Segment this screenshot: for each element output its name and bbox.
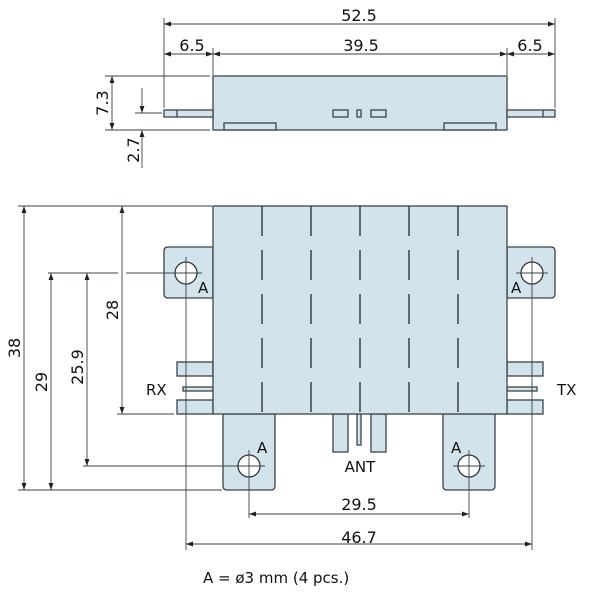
tx-pin-lower: [506, 399, 544, 415]
dim-body-height: 28: [103, 300, 122, 320]
dim-height: 7.3: [93, 90, 112, 115]
port-label-ant: ANT: [345, 458, 376, 476]
rx-pin-upper: [176, 361, 214, 377]
dim-hole-spacing-lower: 29.5: [341, 495, 377, 514]
top-body: [212, 75, 508, 131]
ant-pin-center: [356, 413, 362, 446]
tx-pin-center: [506, 386, 538, 392]
dim-hole-spacing-horizontal: 46.7: [341, 528, 377, 547]
top-foot: [443, 122, 497, 131]
dim-right-tab: 6.5: [517, 36, 542, 55]
dim-body-length: 39.5: [343, 36, 379, 55]
hole-label: A: [257, 439, 268, 457]
hole-note: A = ø3 mm (4 pcs.): [203, 569, 349, 587]
port-label-tx: TX: [556, 381, 576, 399]
hole-label: A: [198, 279, 209, 297]
port-label-rx: RX: [146, 381, 167, 399]
ant-pin-left: [332, 413, 349, 453]
dim-left-tab: 6.5: [179, 36, 204, 55]
rx-pin-lower: [176, 399, 214, 415]
top-foot: [223, 122, 277, 131]
hole-upper-right: [516, 257, 548, 289]
right-tab: [506, 109, 556, 118]
hole-lower-right: [453, 450, 485, 482]
ant-pin-right: [370, 413, 387, 453]
dim-hole-lower-to-top: 29: [32, 372, 51, 392]
dim-tab-height: 2.7: [124, 137, 143, 162]
slot: [356, 109, 362, 118]
hole-lower-left: [233, 450, 265, 482]
rx-pin-center: [182, 386, 214, 392]
slot: [332, 109, 349, 118]
tx-pin-upper: [506, 361, 544, 377]
dim-overall-length: 52.5: [341, 6, 377, 25]
hole-label: A: [511, 279, 522, 297]
slot: [370, 109, 387, 118]
hole-label: A: [451, 439, 462, 457]
dim-hole-spacing-vertical: 25.9: [68, 349, 87, 385]
dim-overall-height: 38: [5, 338, 24, 358]
top-view: 52.5 6.5 39.5 6.5 7.3 2.7: [93, 6, 556, 168]
front-view: A A A A RX TX ANT 38 29 25.9 28 29.5: [5, 205, 576, 550]
left-tab: [163, 109, 214, 118]
hole-upper-left: [170, 257, 202, 289]
